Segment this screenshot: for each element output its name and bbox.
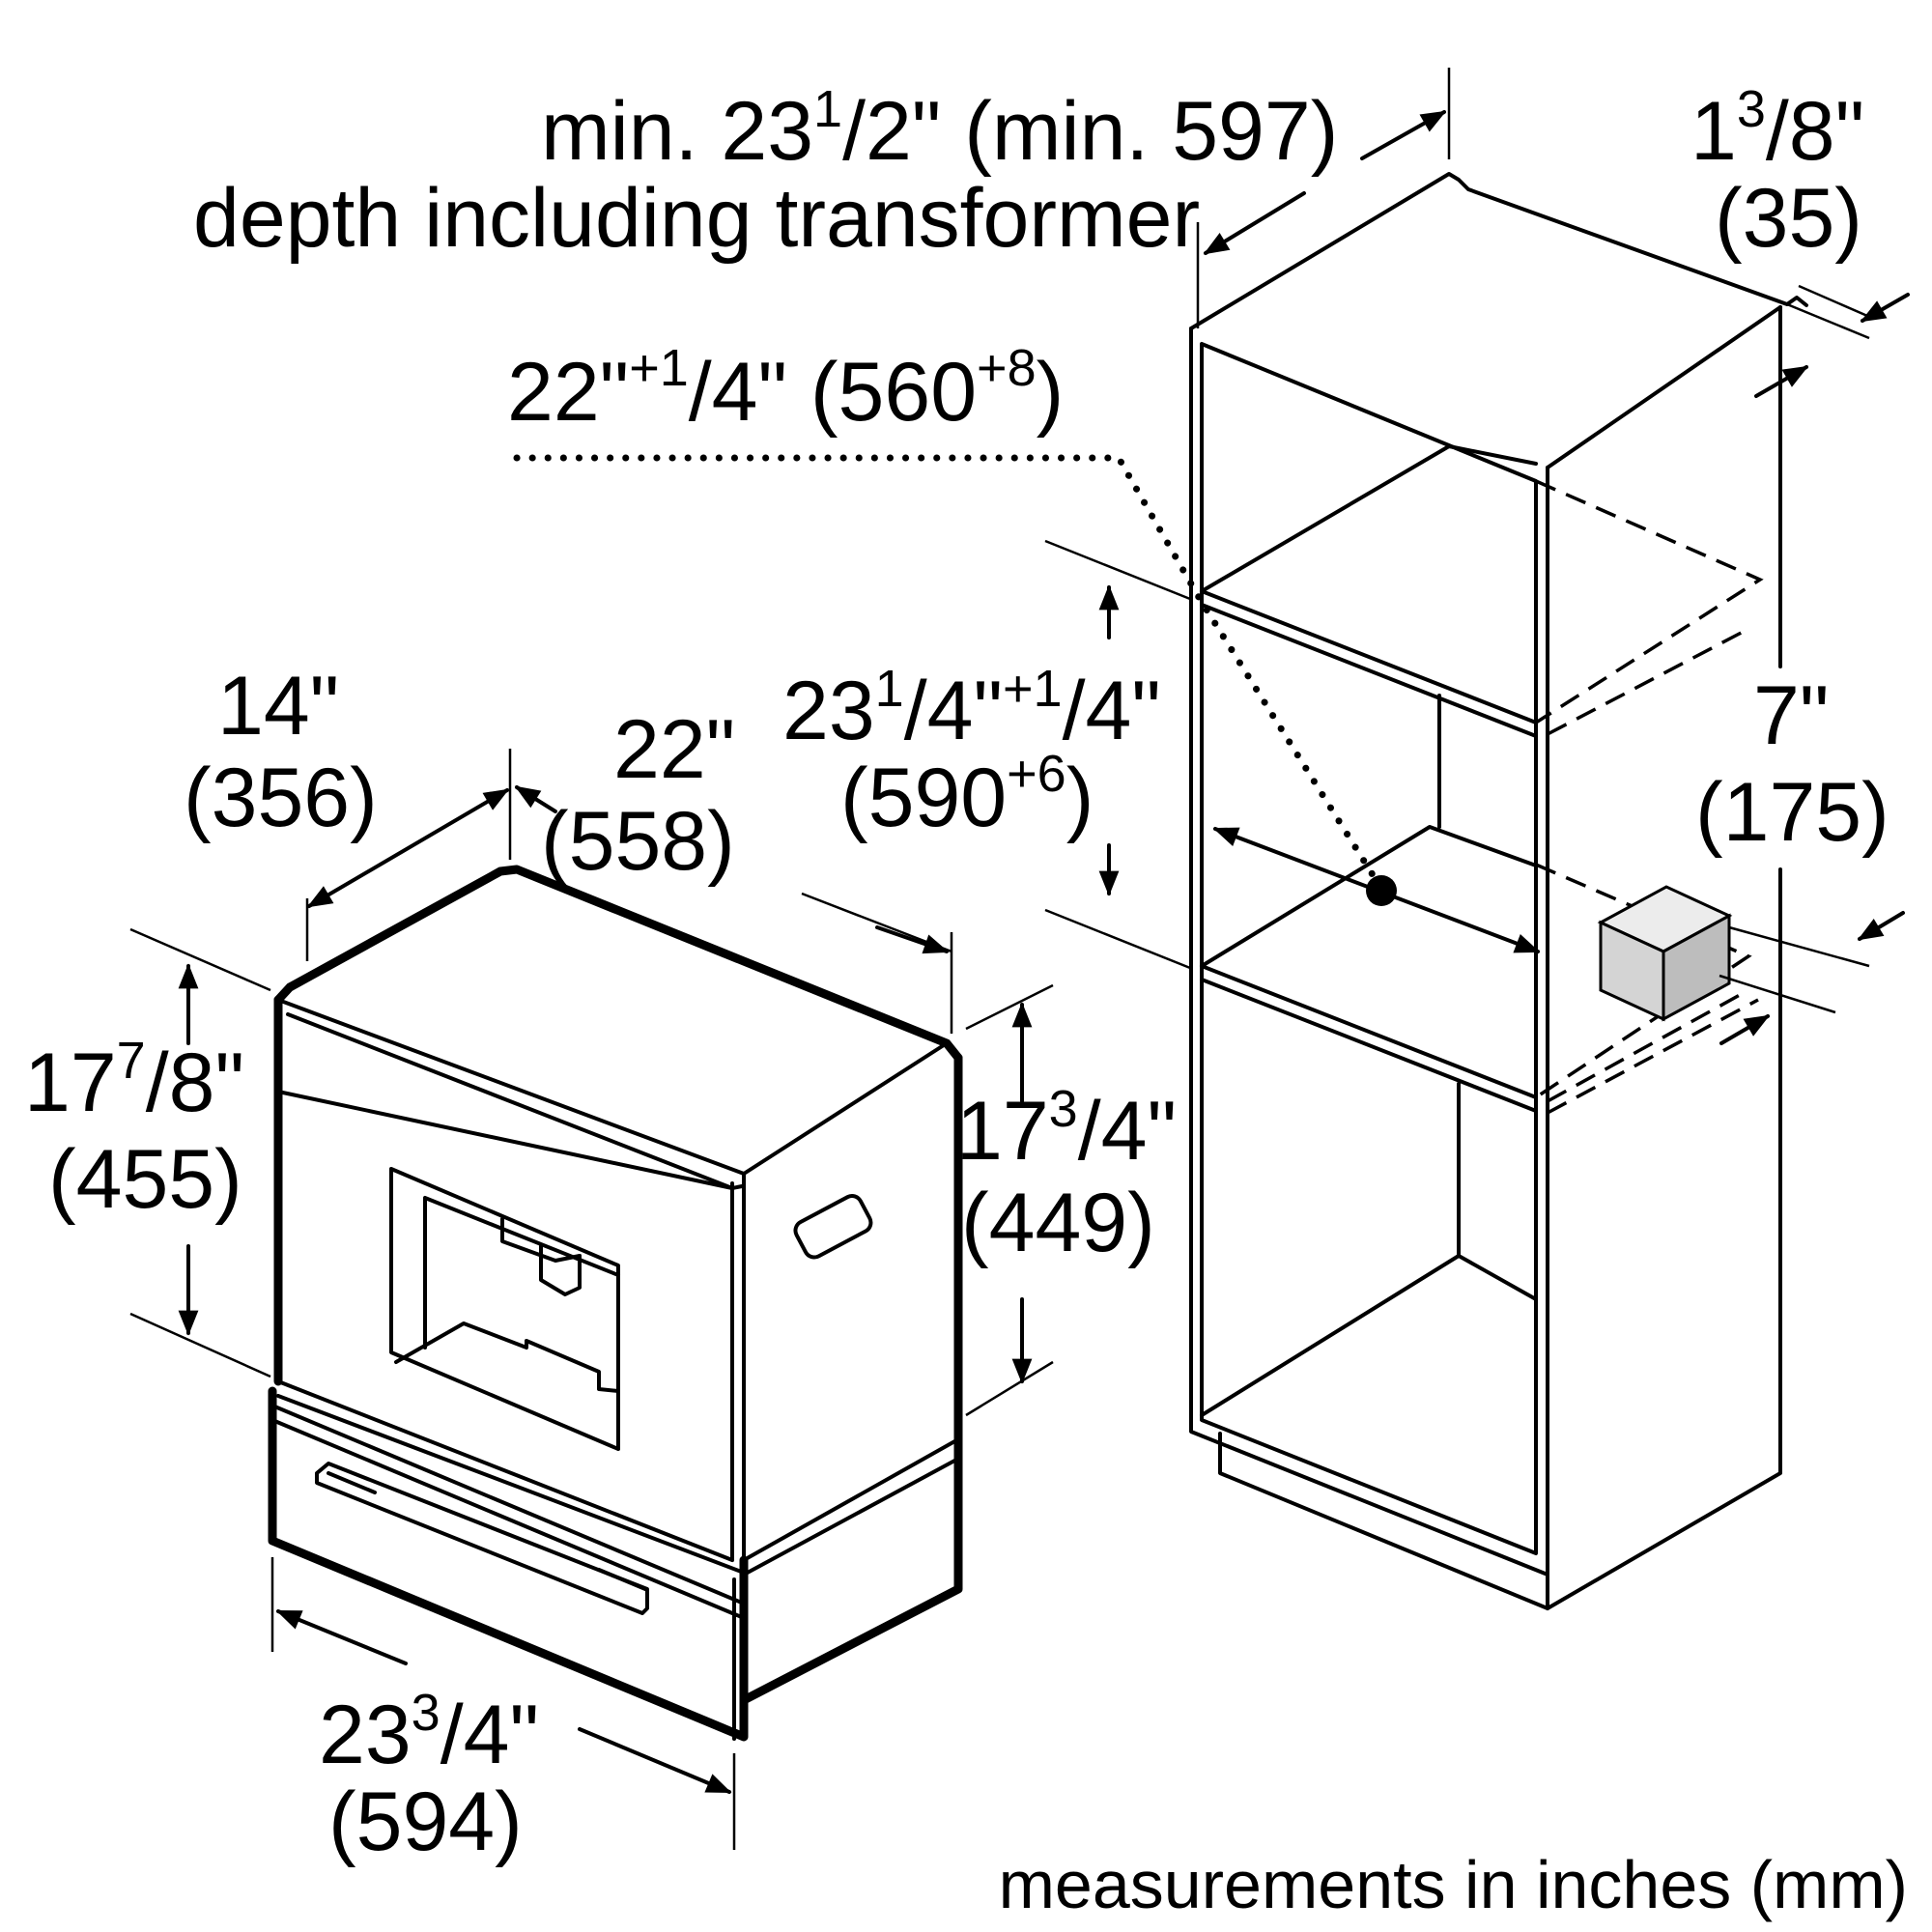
cabinet-right-edge-lower bbox=[1546, 867, 1782, 1610]
depth-transformer-label-line1: min. 231/2" (min. 597) bbox=[541, 80, 1338, 178]
niche-depth-leader bbox=[513, 454, 1385, 893]
cabinet-front-outline bbox=[1189, 327, 1549, 1577]
transformer-height-dim bbox=[1719, 911, 1905, 1045]
cabinet-plinth bbox=[1218, 1432, 1549, 1610]
offset-label-mm: (35) bbox=[1715, 172, 1862, 265]
hidden-lower bbox=[1535, 863, 1752, 1099]
front-height-mm: (455) bbox=[48, 1133, 242, 1226]
appliance-width-mm: (558) bbox=[541, 795, 735, 888]
appliance-right-edge bbox=[739, 1053, 963, 1705]
front-width-mm: (594) bbox=[328, 1776, 523, 1868]
niche-depth-arrow bbox=[1212, 827, 1541, 953]
niche-depth-label: 22"+1/4" (560+8) bbox=[507, 339, 1064, 439]
offset-dim bbox=[1754, 284, 1910, 398]
window-inner bbox=[394, 1196, 620, 1393]
drawer-handle-detail bbox=[327, 1471, 647, 1591]
cabinet-top-edge bbox=[1189, 172, 1808, 330]
control-strip bbox=[276, 1090, 734, 1190]
appliance-top bbox=[273, 865, 963, 1063]
niche-height-label-line1: 231/4"+1/4" bbox=[782, 660, 1161, 757]
appliance-width-in: 22" bbox=[613, 703, 735, 796]
shelf-upper bbox=[1200, 589, 1538, 738]
front-width-dim bbox=[270, 1557, 736, 1850]
body-height-mm: (449) bbox=[961, 1177, 1155, 1269]
side-vent bbox=[793, 1194, 873, 1260]
appliance-front-inner-top bbox=[286, 1012, 744, 1190]
cabinet-top-right bbox=[1546, 305, 1782, 469]
shelf-lower bbox=[1200, 964, 1538, 1113]
hidden-upper bbox=[1535, 479, 1764, 724]
front-window bbox=[389, 1167, 620, 1451]
hidden-lower-2 bbox=[1547, 988, 1759, 1115]
units-note: measurements in inches (mm) bbox=[999, 1847, 1908, 1922]
appliance-front-top bbox=[276, 998, 949, 1176]
front-height-dim bbox=[129, 927, 271, 1378]
front-width-in: 233/4" bbox=[319, 1684, 539, 1781]
drawer-top bbox=[270, 1404, 746, 1620]
spout bbox=[500, 1217, 582, 1263]
drawer-handle bbox=[315, 1462, 649, 1615]
front-right-edge bbox=[730, 1172, 746, 1562]
transformer-box bbox=[1597, 885, 1733, 1022]
niche-height-label-line2: (590+6) bbox=[840, 745, 1094, 844]
offset-label-in: 13/8" bbox=[1690, 80, 1864, 178]
front-bottom-edge bbox=[276, 1379, 746, 1575]
cabinet-drawing bbox=[1189, 172, 1808, 1610]
bottom-back-edge bbox=[1200, 1254, 1538, 1417]
depth-transformer-label-line2: depth including transformer bbox=[193, 172, 1200, 265]
appliance-front-outline bbox=[268, 995, 749, 1742]
appliance-depth-mm: (356) bbox=[184, 752, 378, 844]
front-height-in: 177/8" bbox=[24, 1032, 244, 1129]
shelf-upper-back bbox=[1200, 444, 1538, 593]
transformer-height-in: 7" bbox=[1753, 669, 1829, 762]
appliance-depth-in: 14" bbox=[217, 660, 339, 753]
cabinet-inner-frame bbox=[1200, 342, 1538, 1555]
hidden-upper-2 bbox=[1547, 626, 1751, 736]
depth-transformer-dim bbox=[1196, 68, 1451, 328]
appliance-top-dims bbox=[305, 749, 953, 1034]
drawer-side bbox=[742, 1437, 960, 1577]
spout-2 bbox=[539, 1244, 582, 1296]
appliance-drawing bbox=[268, 865, 963, 1742]
niche-height-dim bbox=[1044, 539, 1191, 970]
body-height-in: 173/4" bbox=[956, 1080, 1177, 1178]
transformer-height-mm: (175) bbox=[1695, 766, 1889, 859]
body-height-dim bbox=[965, 983, 1054, 1417]
